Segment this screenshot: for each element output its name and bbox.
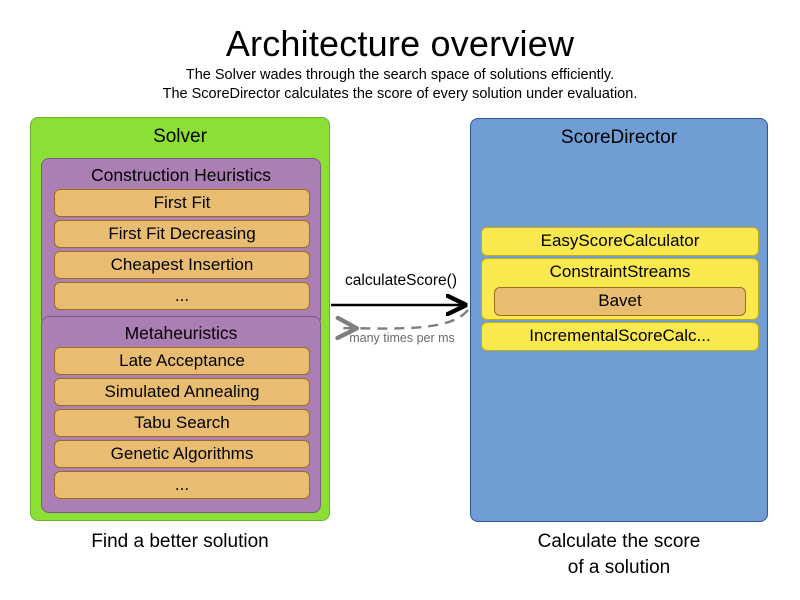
scoredirector-caption-line-2: of a solution (567, 557, 671, 578)
item-construction-more: ... (54, 282, 310, 310)
item-late-acceptance: Late Acceptance (54, 347, 310, 375)
item-easy-score-calculator-label: EasyScoreCalculator (540, 231, 700, 250)
solver-panel-title: Solver (153, 126, 207, 147)
scoredirector-caption: Calculate the score of a solution (470, 529, 768, 581)
item-constraint-streams-label: ConstraintStreams (549, 262, 691, 281)
item-genetic-algorithms: Genetic Algorithms (54, 440, 310, 468)
group-metaheuristics-title: Metaheuristics (124, 323, 238, 343)
page-header: Architecture overview The Solver wades t… (0, 22, 800, 104)
item-constraint-streams: ConstraintStreams Bavet (481, 258, 759, 320)
solver-panel: Solver Construction Heuristics First Fit… (30, 117, 330, 521)
arrow-many-times-per-ms-label: many times per ms (349, 331, 455, 345)
page-subtitle-line-1: The Solver wades through the search spac… (185, 67, 615, 83)
item-metaheuristics-more: ... (54, 471, 310, 499)
item-tabu-search: Tabu Search (54, 409, 310, 437)
item-incremental-score-calculator: IncrementalScoreCalc... (481, 322, 759, 351)
group-construction-heuristics-title: Construction Heuristics (91, 165, 271, 185)
item-simulated-annealing: Simulated Annealing (54, 378, 310, 406)
arrow-many-times-per-ms (340, 309, 469, 329)
item-bavet: Bavet (494, 287, 746, 316)
page-subtitle-line-2: The ScoreDirector calculates the score o… (162, 86, 638, 102)
item-cheapest-insertion: Cheapest Insertion (54, 251, 310, 279)
scoredirector-panel-title: ScoreDirector (560, 127, 678, 148)
item-first-fit-decreasing: First Fit Decreasing (54, 220, 310, 248)
scoredirector-caption-line-1: Calculate the score (537, 531, 701, 552)
item-first-fit: First Fit (54, 189, 310, 217)
group-construction-heuristics: Construction Heuristics First Fit First … (41, 158, 321, 326)
page-title: Architecture overview (225, 23, 575, 64)
scoredirector-panel: ScoreDirector EasyScoreCalculator Constr… (470, 118, 768, 522)
item-incremental-score-calculator-label: IncrementalScoreCalc... (529, 326, 711, 345)
solver-caption: Find a better solution (91, 531, 269, 552)
arrow-calculate-score-label: calculateScore() (345, 272, 457, 289)
group-metaheuristics: Metaheuristics Late Acceptance Simulated… (41, 316, 321, 513)
item-easy-score-calculator: EasyScoreCalculator (481, 227, 759, 256)
